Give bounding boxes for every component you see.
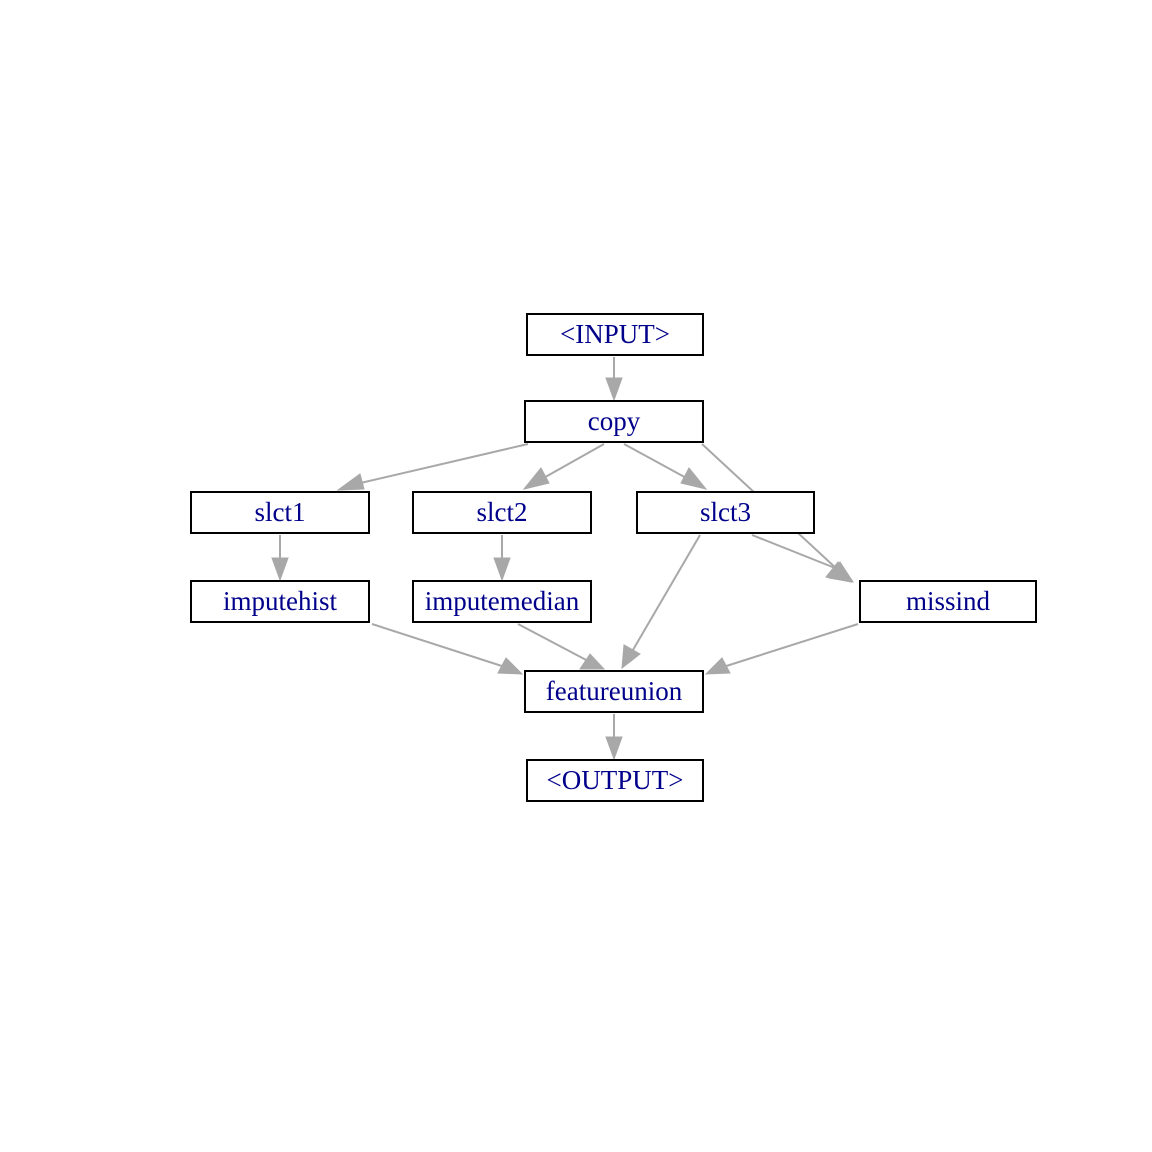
graph-edge — [623, 443, 708, 490]
arrowhead-icon — [271, 557, 289, 582]
graph-node-label: imputehist — [223, 586, 337, 616]
graph-node-slct3[interactable]: slct3 — [636, 491, 815, 534]
graph-node-label: missind — [905, 586, 991, 616]
graph-node-copy[interactable]: copy — [524, 400, 704, 443]
edge-line — [623, 443, 691, 481]
edge-line — [371, 623, 509, 669]
arrowhead-icon — [605, 377, 623, 402]
edge-line — [351, 443, 529, 486]
edge-line — [517, 623, 591, 663]
arrowhead-icon — [704, 657, 731, 675]
arrowhead-icon — [579, 653, 606, 670]
arrowhead-icon — [522, 467, 550, 490]
graph-node-slct2[interactable]: slct2 — [412, 491, 592, 534]
graph-node-input[interactable]: <INPUT> — [526, 313, 704, 356]
edge-line — [629, 534, 701, 656]
graph-edge — [704, 623, 859, 675]
edge-line — [751, 534, 841, 571]
graph-node-label: <INPUT> — [560, 319, 670, 349]
graph-edge — [371, 623, 524, 675]
graph-node-label: slct1 — [254, 497, 306, 527]
arrowhead-icon — [605, 736, 623, 761]
graph-node-label: slct3 — [700, 497, 751, 527]
graph-node-featureunion[interactable]: featureunion — [524, 670, 704, 713]
arrowhead-icon — [336, 473, 365, 491]
graph-node-label: imputemedian — [424, 586, 580, 616]
graph-edge — [271, 535, 289, 582]
graph-node-missind[interactable]: missind — [859, 580, 1037, 623]
graph-edge — [336, 443, 529, 491]
edge-line — [719, 623, 859, 669]
graph-edge — [751, 534, 855, 583]
arrowhead-icon — [680, 467, 708, 490]
graph-node-label: copy — [587, 406, 641, 436]
graph-node-imputehist[interactable]: imputehist — [190, 580, 370, 623]
graph-node-label: featureunion — [545, 676, 683, 706]
graph-node-label: slct2 — [476, 497, 528, 527]
arrowhead-icon — [497, 657, 524, 675]
arrowhead-icon — [621, 644, 641, 670]
graph-edge — [621, 534, 701, 670]
graph-node-imputemedian[interactable]: imputemedian — [412, 580, 592, 623]
arrowhead-icon — [493, 557, 511, 582]
edge-line — [539, 443, 605, 481]
arrowhead-icon — [828, 561, 855, 583]
graph-node-label: <OUTPUT> — [546, 765, 684, 795]
graph-edge — [605, 714, 623, 761]
graph-edge — [493, 535, 511, 582]
graph-edge — [522, 443, 605, 490]
graph-edge — [605, 357, 623, 402]
graph-node-output[interactable]: <OUTPUT> — [526, 759, 704, 802]
graph-node-slct1[interactable]: slct1 — [190, 491, 370, 534]
graph-edge — [517, 623, 606, 670]
